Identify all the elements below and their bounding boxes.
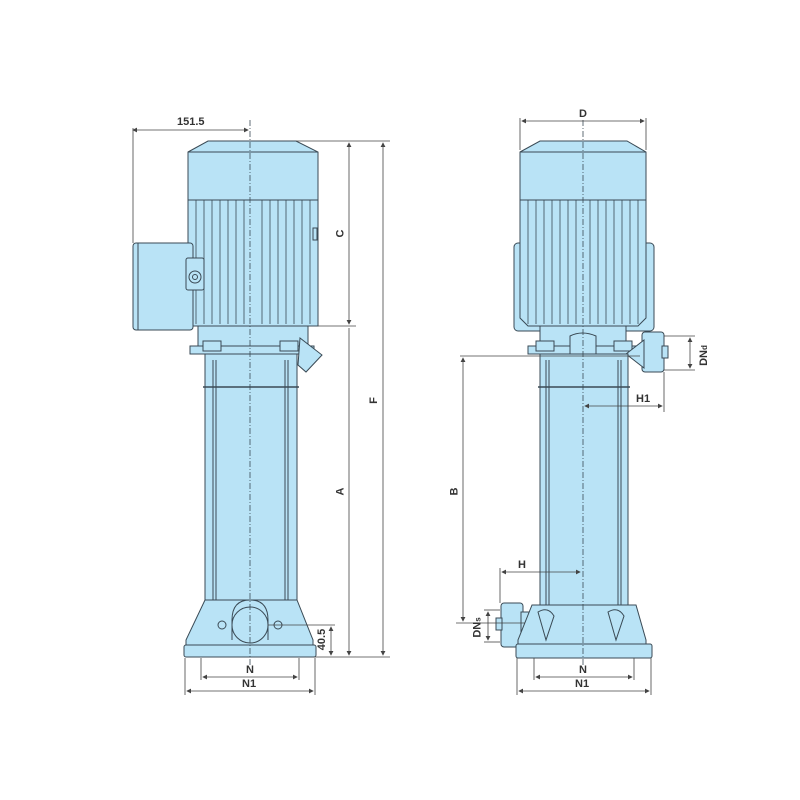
dim-label-d: D xyxy=(579,108,587,120)
motor-fins xyxy=(527,200,639,324)
terminal-box xyxy=(132,242,194,331)
dim-label-h1: H1 xyxy=(636,393,651,405)
dim-label-n1-side: N1 xyxy=(242,678,257,690)
dim-label-f: F xyxy=(367,397,380,404)
dim-label-h: H xyxy=(518,559,526,571)
dim-label-a: A xyxy=(334,487,347,496)
dim-label-n-front: N xyxy=(579,664,587,676)
side-view-dimensions xyxy=(132,127,390,695)
dim-label-dns: DNs xyxy=(471,617,484,638)
side-view-pump xyxy=(132,140,323,658)
dim-label-dnd: DNd xyxy=(697,345,710,366)
motor-body xyxy=(187,199,319,327)
front-view-pump xyxy=(495,140,669,659)
motor-fins xyxy=(195,200,311,324)
dim-label-n-side: N xyxy=(246,664,254,676)
pump-barrel xyxy=(204,353,298,605)
discharge-flange xyxy=(641,331,665,373)
motor-fan-cover xyxy=(187,140,319,201)
dim-label-c: C xyxy=(334,229,347,238)
dim-label-b: B xyxy=(448,487,461,496)
dim-label-151-5: 151.5 xyxy=(177,116,205,128)
dim-label-40-5: 40.5 xyxy=(316,628,329,651)
front-view-dimensions xyxy=(456,118,695,695)
pump-barrel xyxy=(539,353,629,617)
dim-label-n1-front: N1 xyxy=(575,678,590,690)
